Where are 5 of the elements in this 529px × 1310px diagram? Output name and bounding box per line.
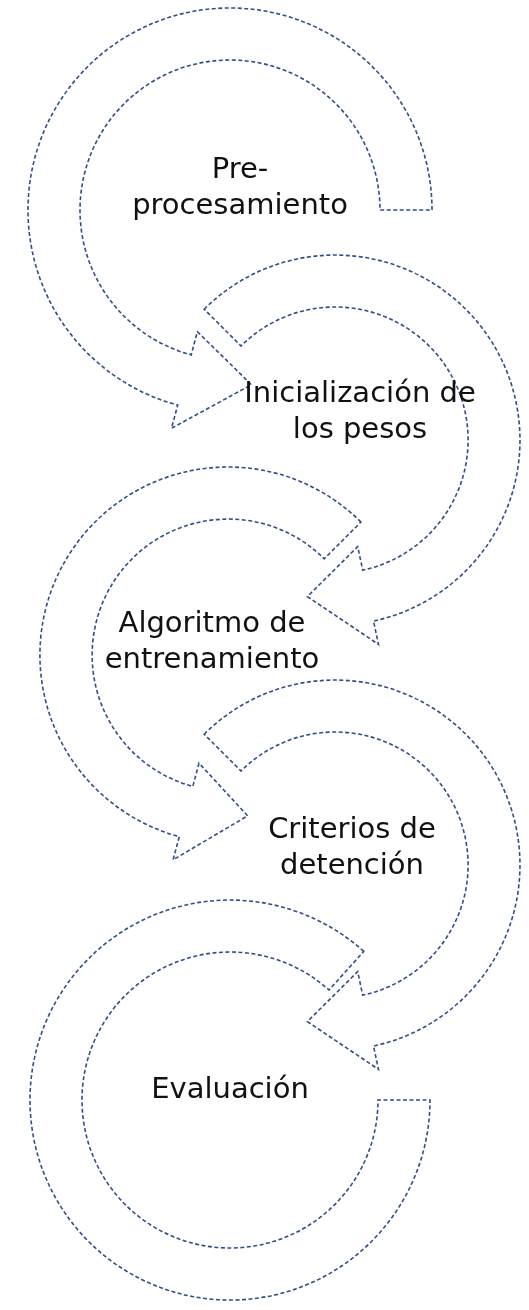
step-label: Evaluación [150, 1070, 310, 1106]
step-label: Inicialización de los pesos [243, 374, 477, 446]
step-label: Algoritmo de entrenamiento [103, 604, 321, 676]
step-label: Pre- procesamiento [131, 150, 349, 222]
step-label: Criterios de detención [267, 810, 437, 882]
